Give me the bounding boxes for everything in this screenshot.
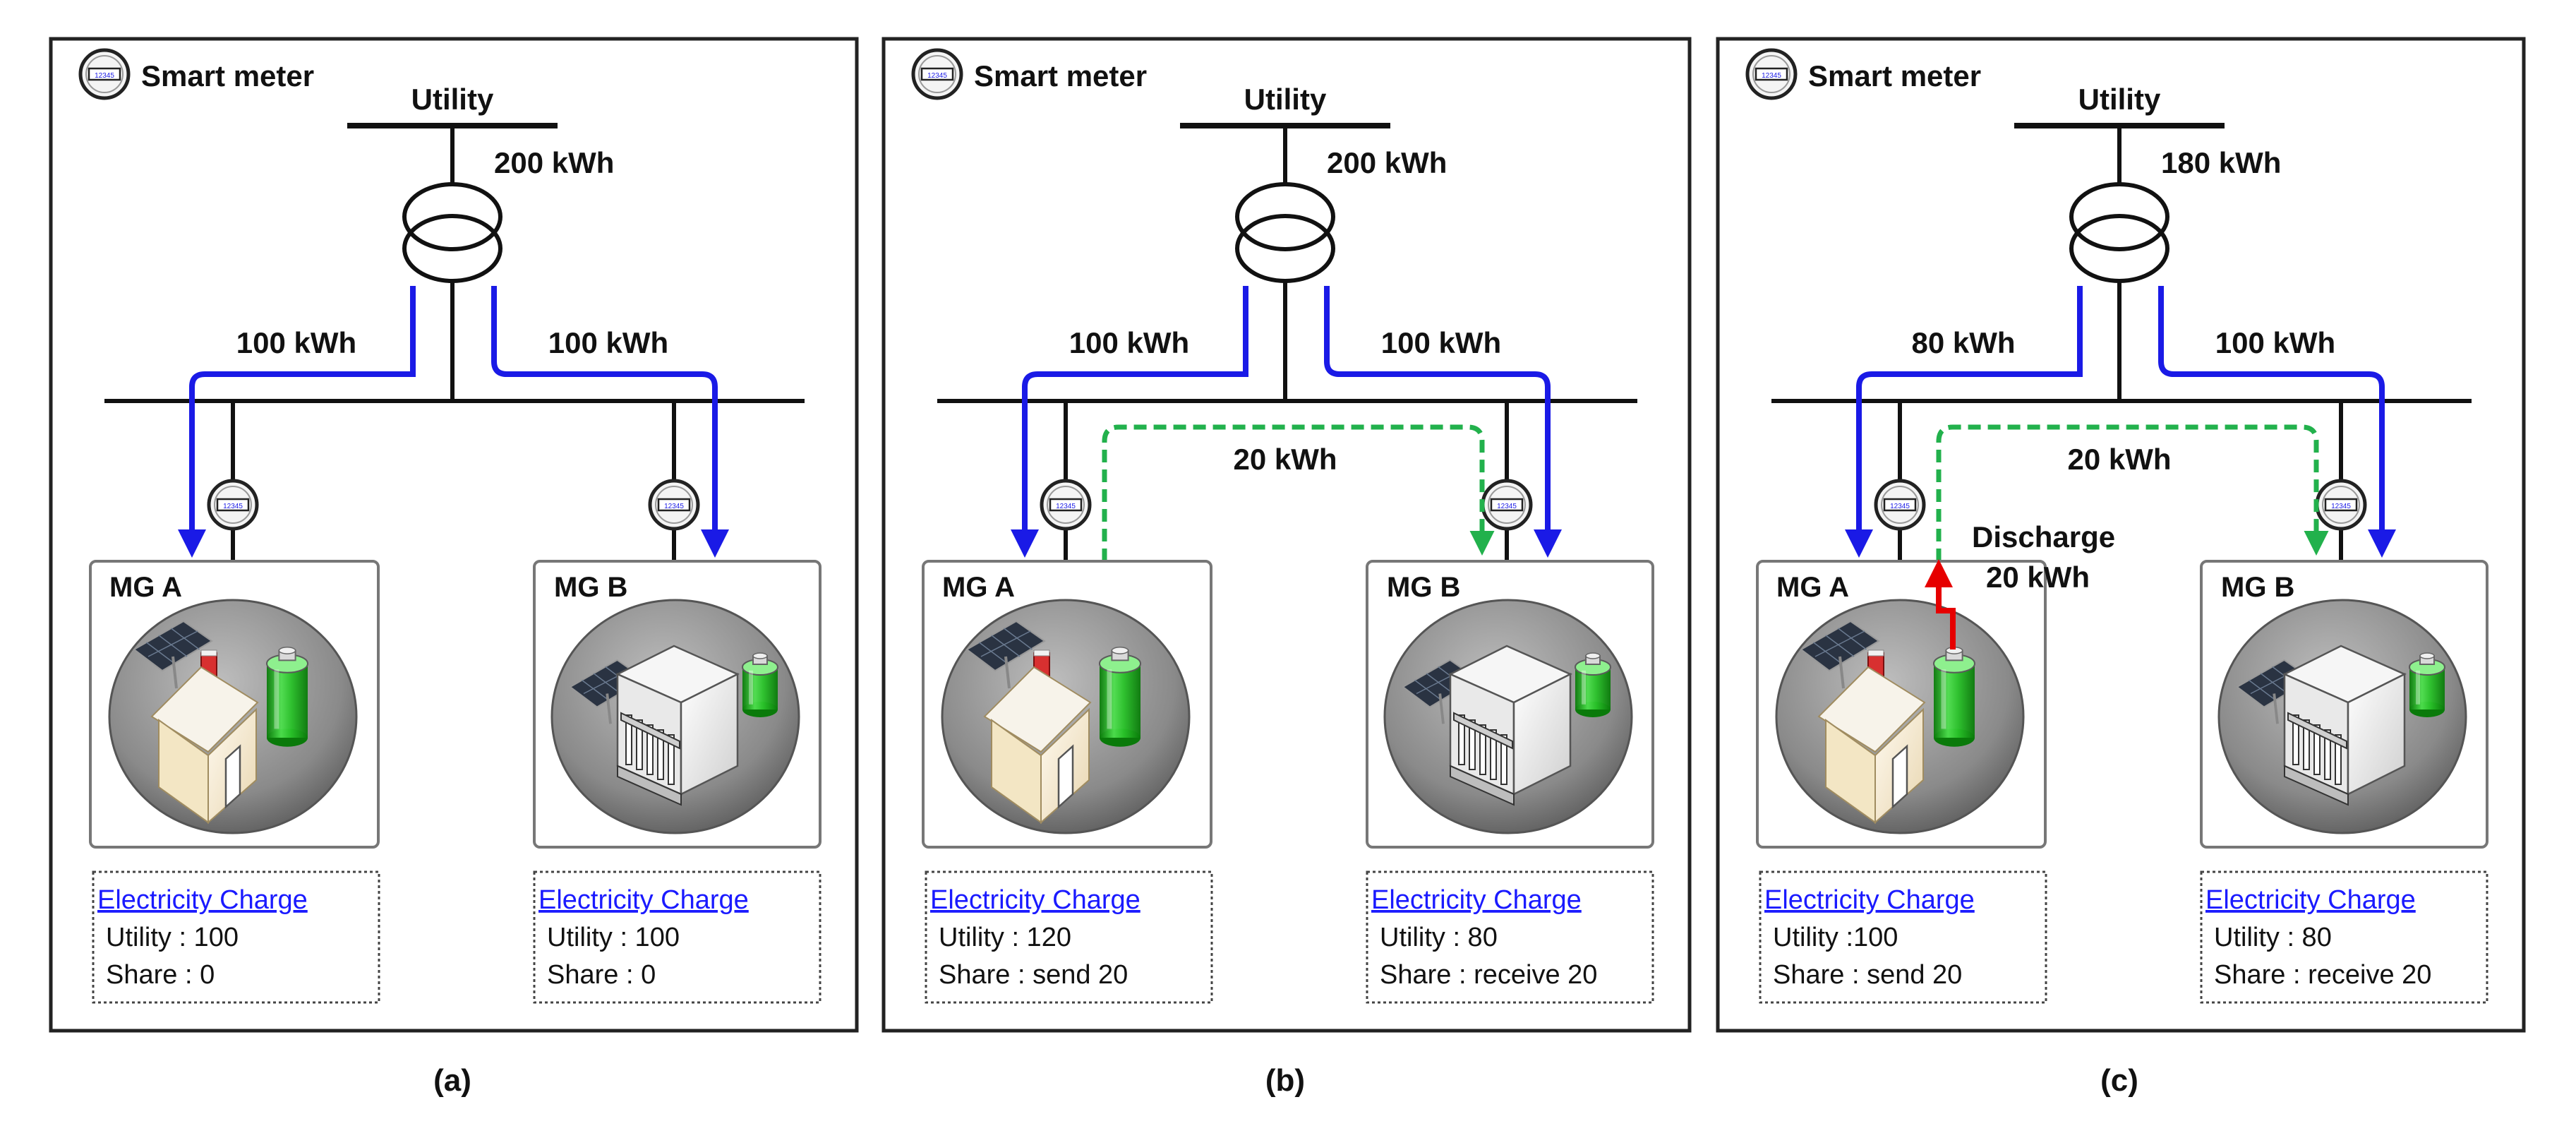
mg-a-house-icon: [1817, 649, 1926, 825]
utility-energy-label: 180 kWh: [2161, 146, 2281, 179]
mg-b-charge-box: [1366, 870, 1654, 1004]
mg-a-energy-label: 80 kWh: [1911, 326, 2015, 359]
mg-b-name: MG B: [554, 572, 627, 603]
mg-b-charge-title[interactable]: Electricity Charge: [538, 885, 749, 915]
panel-caption: (c): [2100, 1063, 2138, 1098]
mg-a-energy-label: 100 kWh: [1069, 326, 1189, 359]
mg-a-smart-meter-icon: 12345: [207, 479, 259, 531]
smart-meter-legend-icon: 12345: [1745, 48, 1798, 100]
discharge-energy-label: 20 kWh: [1986, 561, 2090, 594]
mg-b-battery-icon: [2409, 652, 2445, 717]
mg-b-building-icon: [1448, 645, 1572, 806]
mg-a-battery-icon: [1099, 647, 1141, 747]
utility-energy-label: 200 kWh: [494, 146, 614, 179]
meter-digits: 12345: [1762, 72, 1781, 80]
mg-a-charge-title[interactable]: Electricity Charge: [1764, 885, 1975, 915]
mg-a-utility-charge: Utility :100: [1773, 923, 1898, 952]
battery-discharge-flow: [1925, 559, 1956, 649]
mg-b-smart-meter-icon: 12345: [1481, 479, 1533, 531]
mg-b-energy-label: 100 kWh: [1381, 326, 1501, 359]
utility-label: Utility: [411, 83, 494, 116]
mg-a-solar-panel-icon: [965, 620, 1046, 689]
mg-b-share-charge: Share : receive 20: [1380, 960, 1597, 990]
share-energy-label: 20 kWh: [2067, 443, 2171, 476]
mg-b-energy-label: 100 kWh: [548, 326, 668, 359]
mg-a-share-charge: Share : send 20: [939, 960, 1128, 990]
meter-digits: 12345: [1056, 503, 1076, 510]
panel-caption: (b): [1265, 1063, 1305, 1098]
discharge-label: Discharge: [1972, 520, 2115, 553]
mg-b-battery-icon: [1575, 652, 1611, 717]
mg-a-name: MG A: [942, 572, 1015, 603]
mg-b-smart-meter-icon: 12345: [648, 479, 700, 531]
mg-b-building-icon: [615, 645, 740, 806]
mg-a-charge-box: [1759, 870, 2047, 1004]
utility-energy-label: 200 kWh: [1327, 146, 1447, 179]
smart-meter-legend-icon: 12345: [78, 48, 131, 100]
mg-a-charge-title[interactable]: Electricity Charge: [97, 885, 308, 915]
utility-flow-to-mg-b: [491, 286, 729, 558]
mg-a-name: MG A: [109, 572, 182, 603]
mg-a-charge-box: [92, 870, 380, 1004]
mg-a-charge-title[interactable]: Electricity Charge: [930, 885, 1140, 915]
smart-meter-label: Smart meter: [141, 59, 314, 92]
utility-flow-to-mg-b: [2158, 286, 2396, 558]
mg-a-utility-charge: Utility : 120: [939, 923, 1071, 952]
mg-b-charge-box: [2200, 870, 2488, 1004]
mg-b-building-icon: [2282, 645, 2407, 806]
meter-digits: 12345: [223, 503, 243, 510]
meter-digits: 12345: [1890, 503, 1910, 510]
utility-flow-to-mg-a: [178, 286, 416, 558]
mg-a-solar-panel-icon: [133, 620, 213, 689]
meter-digits: 12345: [2331, 503, 2351, 510]
mg-a-charge-box: [925, 870, 1213, 1004]
mg-a-share-charge: Share : send 20: [1773, 960, 1962, 990]
mg-a-house-icon: [150, 649, 259, 825]
smart-meter-label: Smart meter: [1808, 59, 1981, 92]
mg-a-house-icon: [983, 649, 1092, 825]
meter-digits: 12345: [664, 503, 684, 510]
mg-b-smart-meter-icon: 12345: [2315, 479, 2367, 531]
utility-flow-to-mg-b: [1324, 286, 1562, 558]
panel-caption: (a): [433, 1063, 471, 1098]
utility-flow-to-mg-a: [1011, 286, 1248, 558]
mg-a-name: MG A: [1776, 572, 1849, 603]
smart-meter-label: Smart meter: [974, 59, 1147, 92]
share-flow-a-to-b: [1936, 424, 2329, 561]
utility-label: Utility: [2078, 83, 2161, 116]
mg-a-smart-meter-icon: 12345: [1040, 479, 1092, 531]
mg-b-name: MG B: [1387, 572, 1460, 603]
mg-a-energy-label: 100 kWh: [236, 326, 356, 359]
utility-flow-to-mg-a: [1845, 286, 2083, 558]
mg-b-charge-box: [533, 870, 821, 1004]
mg-a-utility-charge: Utility : 100: [106, 923, 239, 952]
mg-b-utility-charge: Utility : 80: [2214, 923, 2332, 952]
mg-b-utility-charge: Utility : 80: [1380, 923, 1498, 952]
mg-b-utility-charge: Utility : 100: [547, 923, 680, 952]
meter-digits: 12345: [95, 72, 114, 80]
mg-b-battery-icon: [742, 652, 778, 717]
smart-meter-legend-icon: 12345: [911, 48, 963, 100]
mg-b-name: MG B: [2221, 572, 2294, 603]
mg-a-share-charge: Share : 0: [106, 960, 215, 990]
mg-b-share-charge: Share : 0: [547, 960, 656, 990]
mg-b-energy-label: 100 kWh: [2215, 326, 2335, 359]
meter-digits: 12345: [927, 72, 947, 80]
mg-b-charge-title[interactable]: Electricity Charge: [2205, 885, 2416, 915]
mg-b-share-charge: Share : receive 20: [2214, 960, 2431, 990]
share-flow-a-to-b: [1102, 424, 1495, 561]
mg-a-battery-icon: [266, 647, 308, 747]
meter-digits: 12345: [1497, 503, 1517, 510]
mg-a-battery-icon: [1933, 647, 1975, 747]
share-energy-label: 20 kWh: [1233, 443, 1337, 476]
mg-a-smart-meter-icon: 12345: [1874, 479, 1926, 531]
mg-a-solar-panel-icon: [1800, 620, 1880, 689]
utility-label: Utility: [1244, 83, 1327, 116]
mg-b-charge-title[interactable]: Electricity Charge: [1371, 885, 1582, 915]
